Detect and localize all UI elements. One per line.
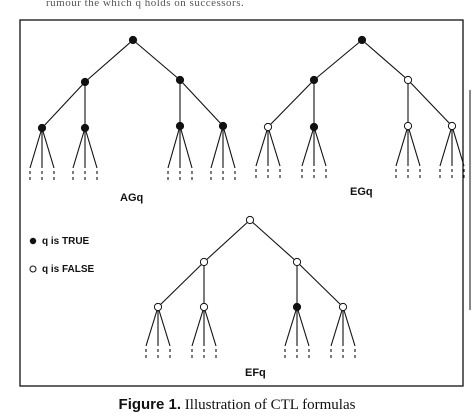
tree-2-edge (361, 39, 409, 81)
tree-label-efq: EFq (245, 367, 266, 379)
tree-3-leaf-edge (296, 306, 310, 347)
tree-3-edge (203, 219, 251, 263)
tree-2-leaf-edge (451, 125, 465, 167)
tree-1-leaf-edge (167, 125, 181, 169)
tree-2-leaf-edge (255, 126, 269, 167)
tree-2-leaf-edge (439, 125, 453, 167)
tree-1-level2-node (175, 121, 185, 131)
tree-1-level2-node (37, 123, 47, 133)
tree-3-leaf-edge (342, 306, 356, 347)
tree-1-level1-node (175, 75, 185, 85)
tree-2-edge (267, 79, 315, 128)
diagram-frame (19, 19, 464, 387)
tree-1-edge (132, 39, 181, 81)
figure-label: Figure 1. (118, 396, 182, 413)
tree-1-root-node (128, 35, 138, 45)
tree-3-edge (249, 219, 298, 263)
legend-false-icon (29, 265, 37, 273)
tree-2-leaf-edge (301, 126, 315, 167)
tree-3-level2-node (338, 302, 348, 312)
tree-1-edge (84, 39, 134, 83)
ctl-diagram (19, 19, 471, 387)
tree-2-edge (407, 79, 453, 127)
tree-3-leaf-edge (330, 306, 344, 347)
caption-text: Illustration of CTL formulas (181, 397, 356, 413)
tree-3-root-node (245, 215, 255, 225)
tree-1-leaf-edge (179, 125, 193, 169)
figure-caption: Figure 1. Illustration of CTL formulas (0, 396, 474, 414)
tree-3-level1-node (199, 257, 209, 267)
tree-3-edge (157, 261, 205, 308)
tree-2-edge (313, 39, 363, 81)
tree-2-level2-node (309, 122, 319, 132)
tree-3-leaf-edge (157, 306, 171, 347)
tree-1-level2-node (218, 121, 228, 131)
legend-true-icon (29, 237, 37, 245)
tree-3-leaf-edge (203, 306, 217, 347)
tree-2-level2-node (447, 121, 457, 131)
cropped-text-fragment: rumour the which q holds on successors. (46, 0, 245, 9)
tree-1-edge (41, 81, 86, 129)
tree-3-leaf-edge (191, 306, 205, 347)
tree-3-level2-node (292, 302, 302, 312)
tree-1-leaf-edge (72, 127, 86, 169)
tree-label-agq: AGq (120, 192, 144, 204)
tree-label-egq: EGq (350, 186, 373, 198)
tree-3-leaf-edge (145, 306, 159, 347)
tree-3-leaf-edge (284, 306, 298, 347)
tree-1-leaf-edge (84, 127, 98, 169)
tree-2-leaf-edge (267, 126, 281, 167)
tree-2-level2-node (263, 122, 273, 132)
tree-1-level2-node (80, 123, 90, 133)
tree-1-leaf-edge (29, 127, 43, 169)
tree-2-level1-node (403, 75, 413, 85)
tree-1-leaf-edge (41, 127, 55, 169)
tree-3-edge (296, 261, 344, 308)
tree-3-level1-node (292, 257, 302, 267)
tree-2-root-node (357, 35, 367, 45)
tree-1-leaf-edge (222, 125, 236, 169)
tree-2-level2-node (403, 121, 413, 131)
tree-1-leaf-edge (210, 125, 224, 169)
tree-2-level1-node (309, 75, 319, 85)
tree-3-level2-node (199, 302, 209, 312)
legend-false-label: q is FALSE (42, 264, 95, 275)
tree-1-edge (179, 79, 224, 127)
tree-1-level1-node (80, 77, 90, 87)
tree-3-level2-node (153, 302, 163, 312)
legend-true-label: q is TRUE (42, 236, 90, 247)
tree-2-leaf-edge (407, 125, 421, 167)
tree-2-leaf-edge (313, 126, 327, 167)
tree-2-leaf-edge (395, 125, 409, 167)
